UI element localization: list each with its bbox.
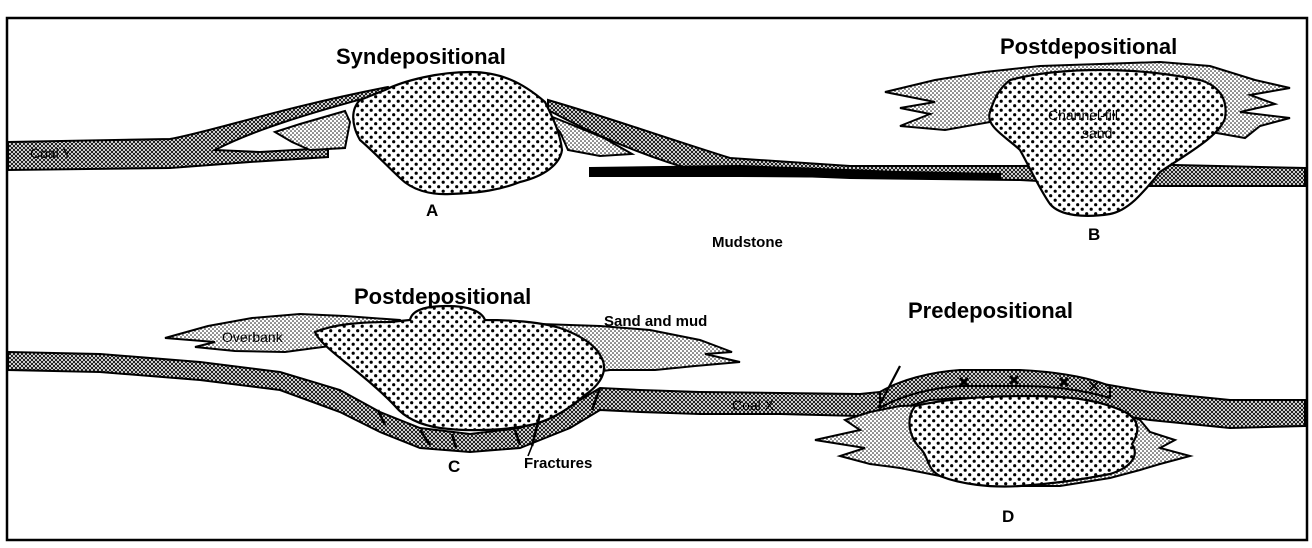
sand-body-d: [909, 396, 1137, 487]
label-channel-fill: Channel-fill: [1048, 107, 1118, 123]
site-letter-c: C: [448, 457, 460, 476]
heading-predepositional: Predepositional: [908, 298, 1073, 323]
heading-postdepositional-lower: Postdepositional: [354, 284, 531, 309]
label-sand-and-mud: Sand and mud: [604, 313, 707, 330]
sand-body-a: [353, 72, 562, 194]
site-letter-a: A: [426, 201, 438, 220]
label-coal-x: Coal X: [732, 397, 775, 413]
site-letter-d: D: [1002, 507, 1014, 526]
label-mudstone: Mudstone: [712, 234, 783, 251]
label-fractures: Fractures: [524, 455, 592, 472]
site-d-group: [815, 366, 1190, 487]
sand-body-b: [989, 70, 1225, 216]
site-letter-b: B: [1088, 225, 1100, 244]
label-coal-y: Coal Y: [30, 145, 72, 161]
label-overbank: Overbank: [222, 329, 284, 345]
label-channel-fill-sand: sand: [1082, 125, 1112, 141]
heading-postdepositional-upper: Postdepositional: [1000, 34, 1177, 59]
heading-syndepositional: Syndepositional: [336, 44, 506, 69]
